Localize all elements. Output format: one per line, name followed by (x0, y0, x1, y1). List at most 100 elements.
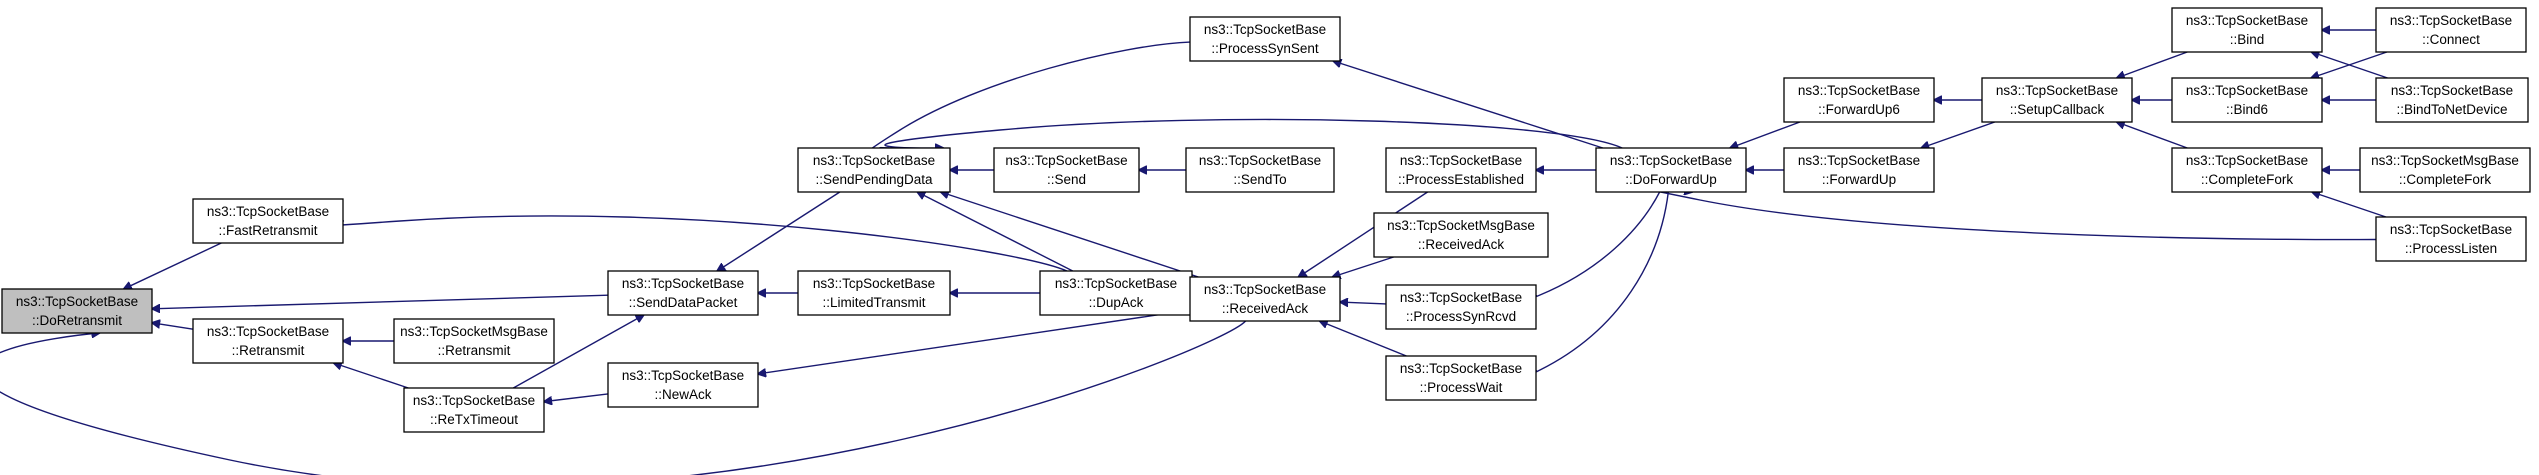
node-forwardup6[interactable]: ns3::TcpSocketBase::ForwardUp6 (1783, 77, 1935, 123)
node-box (1595, 147, 1747, 193)
node-namespace-label: ns3::TcpSocketBase (16, 294, 138, 309)
edge-receivedack-to-newack (758, 309, 1191, 374)
node-retransmit[interactable]: ns3::TcpSocketBase::Retransmit (192, 318, 344, 364)
node-box (403, 387, 545, 433)
node-doforwardup[interactable]: ns3::TcpSocketBase::DoForwardUp (1595, 147, 1747, 193)
node-box (1189, 16, 1341, 62)
edge-doforwardup-to-processsynsent (1333, 61, 1604, 149)
node-box (2171, 7, 2323, 53)
node-namespace-label: ns3::TcpSocketBase (1400, 153, 1522, 168)
node-box (2375, 7, 2527, 53)
node-processlisten[interactable]: ns3::TcpSocketBase::ProcessListen (2375, 216, 2527, 262)
edge-processsynrcvd-to-receivedack (1340, 302, 1387, 304)
node-processestablished[interactable]: ns3::TcpSocketBase::ProcessEstablished (1385, 147, 1537, 193)
node-box (192, 198, 344, 244)
node-namespace-label: ns3::TcpSocketBase (207, 324, 329, 339)
edge-doforwardup-to-sendpendingdata (884, 118, 1623, 149)
node-method-label: ::CompleteFork (2201, 172, 2294, 187)
node-box (2375, 77, 2529, 123)
node-box (1373, 212, 1549, 258)
node-completefork[interactable]: ns3::TcpSocketBase::CompleteFork (2171, 147, 2323, 193)
edge-completefork-to-setupcallback (2117, 122, 2188, 149)
edge-senddatapacket-to-doretransmit (152, 294, 609, 309)
edge-bind-to-setupcallback (2117, 51, 2188, 78)
node-namespace-label: ns3::TcpSocketBase (2390, 222, 2512, 237)
node-box (1783, 147, 1935, 193)
node-namespace-label: ns3::TcpSocketBase (813, 153, 935, 168)
node-box (1385, 147, 1537, 193)
node-box (1385, 355, 1537, 401)
node-box (192, 318, 344, 364)
node-bind6[interactable]: ns3::TcpSocketBase::Bind6 (2171, 77, 2323, 123)
node-box (1, 288, 153, 334)
node-receivedack[interactable]: ns3::TcpSocketBase::ReceivedAck (1189, 276, 1341, 322)
node-box (797, 270, 951, 316)
node-senddatapacket[interactable]: ns3::TcpSocketBase::SendDataPacket (607, 270, 759, 316)
node-namespace-label: ns3::TcpSocketBase (1400, 361, 1522, 376)
node-box (1039, 270, 1193, 316)
node-sendto[interactable]: ns3::TcpSocketBase::SendTo (1185, 147, 1335, 193)
node-msg-receivedack[interactable]: ns3::TcpSocketMsgBase::ReceivedAck (1373, 212, 1549, 258)
node-method-label: ::ForwardUp6 (1818, 102, 1900, 117)
edge-newack-to-retxtimeout (544, 393, 609, 402)
edge-msg-receivedack-to-receivedack (1332, 256, 1394, 277)
node-method-label: ::ProcessWait (1420, 380, 1503, 395)
node-box (1981, 77, 2133, 123)
node-method-label: ::Retransmit (438, 343, 511, 358)
node-method-label: ::Retransmit (232, 343, 305, 358)
node-namespace-label: ns3::TcpSocketMsgBase (2371, 153, 2519, 168)
edge-retransmit-to-doretransmit (152, 323, 194, 330)
node-method-label: ::Bind6 (2226, 102, 2268, 117)
node-method-label: ::ProcessSynRcvd (1406, 309, 1516, 324)
node-msg-completefork[interactable]: ns3::TcpSocketMsgBase::CompleteFork (2359, 147, 2531, 193)
edge-receivedack-to-doretransmit (0, 320, 1247, 475)
node-box (993, 147, 1140, 193)
node-bind[interactable]: ns3::TcpSocketBase::Bind (2171, 7, 2323, 53)
edge-processwait-to-receivedack (1320, 321, 1407, 357)
node-method-label: ::ForwardUp (1822, 172, 1896, 187)
node-namespace-label: ns3::TcpSocketBase (1400, 290, 1522, 305)
node-box (393, 318, 555, 364)
node-method-label: ::Connect (2422, 32, 2480, 47)
node-method-label: ::ReTxTimeout (430, 412, 518, 427)
node-processsynsent[interactable]: ns3::TcpSocketBase::ProcessSynSent (1189, 16, 1341, 62)
node-fastretransmit[interactable]: ns3::TcpSocketBase::FastRetransmit (192, 198, 344, 244)
node-limitedtransmit[interactable]: ns3::TcpSocketBase::LimitedTransmit (797, 270, 951, 316)
node-connect[interactable]: ns3::TcpSocketBase::Connect (2375, 7, 2527, 53)
node-method-label: ::SendPendingData (815, 172, 933, 187)
node-namespace-label: ns3::TcpSocketBase (1610, 153, 1732, 168)
node-bindtonetdevice[interactable]: ns3::TcpSocketBase::BindToNetDevice (2375, 77, 2529, 123)
node-msg-retransmit[interactable]: ns3::TcpSocketMsgBase::Retransmit (393, 318, 555, 364)
node-method-label: ::BindToNetDevice (2396, 102, 2507, 117)
node-doretransmit: ns3::TcpSocketBase::DoRetransmit (1, 288, 153, 334)
node-box (1783, 77, 1935, 123)
edge-processlisten-to-completefork (2312, 192, 2387, 218)
node-box (797, 147, 951, 193)
node-namespace-label: ns3::TcpSocketBase (2186, 83, 2308, 98)
node-method-label: ::DoForwardUp (1625, 172, 1717, 187)
node-method-label: ::DupAck (1089, 295, 1144, 310)
node-box (607, 362, 759, 408)
node-setupcallback[interactable]: ns3::TcpSocketBase::SetupCallback (1981, 77, 2133, 123)
node-method-label: ::NewAck (654, 387, 711, 402)
node-processsynrcvd[interactable]: ns3::TcpSocketBase::ProcessSynRcvd (1385, 284, 1537, 330)
node-newack[interactable]: ns3::TcpSocketBase::NewAck (607, 362, 759, 408)
node-method-label: ::ProcessSynSent (1211, 41, 1319, 56)
node-retxtimeout[interactable]: ns3::TcpSocketBase::ReTxTimeout (403, 387, 545, 433)
edge-sendpendingdata-to-senddatapacket (717, 191, 841, 271)
edges-layer (0, 30, 2388, 475)
edge-connect-to-bind6 (2311, 51, 2388, 78)
edge-fastretransmit-to-doretransmit (124, 242, 222, 289)
node-namespace-label: ns3::TcpSocketBase (1798, 153, 1920, 168)
node-forwardup[interactable]: ns3::TcpSocketBase::ForwardUp (1783, 147, 1935, 193)
node-namespace-label: ns3::TcpSocketMsgBase (400, 324, 548, 339)
edge-processsynsent-to-sendpendingdata (860, 41, 1191, 159)
node-processwait[interactable]: ns3::TcpSocketBase::ProcessWait (1385, 355, 1537, 401)
node-box (2359, 147, 2531, 193)
node-sendpendingdata[interactable]: ns3::TcpSocketBase::SendPendingData (797, 147, 951, 193)
edge-dupack-to-sendpendingdata (917, 192, 1074, 272)
node-dupack[interactable]: ns3::TcpSocketBase::DupAck (1039, 270, 1193, 316)
node-namespace-label: ns3::TcpSocketBase (1204, 282, 1326, 297)
node-send[interactable]: ns3::TcpSocketBase::Send (993, 147, 1140, 193)
